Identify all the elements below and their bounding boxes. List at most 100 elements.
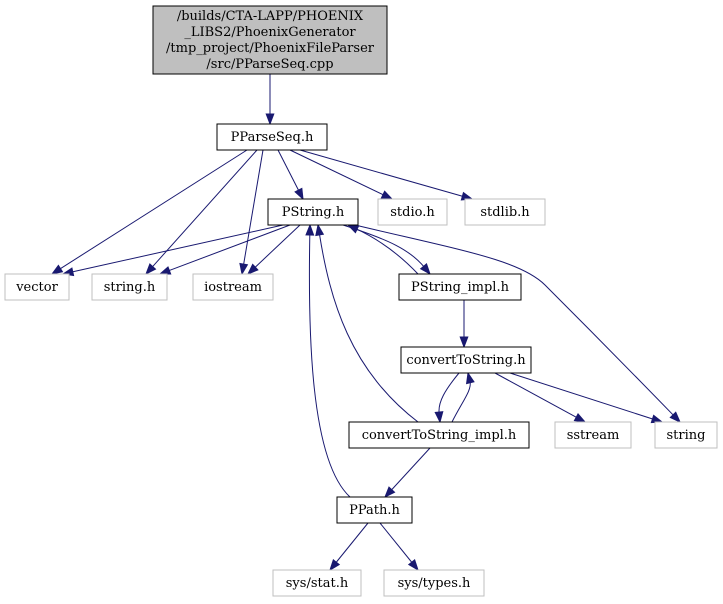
node-label-line: sstream — [567, 428, 620, 443]
edge-line — [243, 149, 264, 266]
edge-converttostring_impl_h-to-converttostring_h — [451, 371, 475, 423]
node-box — [554, 421, 632, 449]
edge-line — [71, 224, 284, 273]
edge-root-to-pparseseq_h — [265, 74, 275, 126]
node-box — [272, 569, 362, 597]
node-pstring_impl_h[interactable]: PString_impl.h — [398, 273, 522, 301]
arrowhead-icon — [246, 263, 259, 275]
node-sys_stat_h: sys/stat.h — [272, 569, 362, 597]
node-converttostring_h[interactable]: convertToString.h — [400, 346, 532, 374]
node-stdio_h: stdio.h — [377, 198, 448, 226]
node-box — [336, 496, 413, 524]
node-iostream: iostream — [192, 273, 274, 301]
edge-line — [59, 149, 248, 270]
node-label-line: _LIBS2/PhoenixGenerator — [184, 25, 356, 40]
arrowhead-icon — [305, 223, 315, 236]
node-string_h: string.h — [91, 273, 168, 301]
node-box — [654, 421, 718, 449]
edge-line — [318, 233, 419, 423]
edge-pstring_h-to-vector — [61, 224, 284, 277]
node-root[interactable]: /builds/CTA-LAPP/PHOENIX_LIBS2/PhoenixGe… — [152, 5, 388, 75]
arrowhead-icon — [573, 413, 587, 423]
node-pstring_h[interactable]: PString.h — [267, 198, 359, 226]
edge-line — [451, 381, 471, 423]
arrowhead-icon — [145, 263, 157, 276]
arrowhead-icon — [419, 263, 431, 276]
arrowhead-icon — [329, 558, 341, 572]
edge-converttostring_h-to-sstream — [494, 372, 587, 423]
edge-line — [438, 372, 460, 414]
edges-layer — [50, 74, 681, 572]
arrowhead-icon — [459, 336, 469, 349]
edge-line — [354, 224, 675, 416]
arrowhead-icon — [434, 411, 444, 424]
edge-pparseseq_h-to-pstring_h — [277, 149, 304, 201]
edge-line — [494, 372, 578, 419]
arrowhead-icon — [380, 190, 394, 200]
node-label-line: iostream — [204, 280, 262, 295]
node-label-line: string — [667, 428, 706, 443]
edge-pparseseq_h-to-vector — [50, 149, 248, 275]
edge-ppath_h-to-sys_stat_h — [329, 522, 369, 572]
arrowhead-icon — [158, 266, 172, 275]
node-label-line: PString_impl.h — [411, 280, 510, 295]
arrowhead-icon — [265, 113, 275, 126]
node-label-line: PString.h — [282, 205, 345, 220]
edge-converttostring_impl_h-to-ppath_h — [384, 447, 431, 499]
node-label-line: string.h — [104, 280, 156, 295]
node-box — [398, 273, 522, 301]
node-box — [152, 5, 388, 75]
arrowhead-icon — [294, 187, 304, 201]
node-label-line: /builds/CTA-LAPP/PHOENIX — [177, 9, 364, 24]
arrowhead-icon — [346, 224, 360, 234]
arrowhead-icon — [466, 371, 475, 385]
edge-line — [299, 149, 464, 198]
edge-pstring_impl_h-to-pstring_h — [346, 224, 419, 275]
edge-pparseseq_h-to-stdio_h — [289, 149, 394, 200]
arrowhead-icon — [669, 411, 681, 424]
node-string: string — [654, 421, 718, 449]
edge-line — [277, 149, 300, 192]
edge-line — [168, 224, 291, 272]
node-stdlib_h: stdlib.h — [464, 198, 546, 226]
edge-line — [308, 233, 351, 498]
node-box — [383, 569, 485, 597]
node-label-line: stdlib.h — [480, 205, 530, 220]
arrowhead-icon — [239, 262, 249, 276]
node-box — [400, 346, 532, 374]
edge-line — [355, 228, 419, 275]
arrowhead-icon — [50, 264, 64, 275]
edge-pstring_h-to-string_h — [158, 224, 291, 275]
node-box — [464, 198, 546, 226]
node-vector: vector — [4, 273, 70, 301]
node-box — [192, 273, 274, 301]
edge-ppath_h-to-sys_types_h — [379, 522, 419, 572]
edge-converttostring_impl_h-to-pstring_h — [315, 223, 419, 423]
edge-ppath_h-to-pstring_h — [305, 223, 351, 498]
node-pparseseq_h[interactable]: PParseSeq.h — [216, 123, 328, 151]
edge-line — [509, 372, 654, 420]
node-box — [4, 273, 70, 301]
node-label-line: convertToString.h — [406, 353, 526, 368]
arrowhead-icon — [407, 558, 419, 572]
edge-pparseseq_h-to-string_h — [145, 149, 258, 276]
node-label-line: stdio.h — [390, 205, 435, 220]
node-label-line: sys/stat.h — [286, 576, 349, 591]
node-label-line: sys/types.h — [398, 576, 471, 591]
edge-line — [379, 522, 413, 564]
node-ppath_h[interactable]: PPath.h — [336, 496, 413, 524]
edge-converttostring_h-to-converttostring_impl_h — [434, 372, 460, 424]
node-sstream: sstream — [554, 421, 632, 449]
edge-line — [254, 224, 301, 269]
edge-line — [335, 522, 369, 564]
arrowhead-icon — [650, 414, 664, 424]
node-box — [267, 198, 359, 226]
node-converttostring_impl_h[interactable]: convertToString_impl.h — [348, 421, 530, 449]
arrowhead-icon — [315, 223, 325, 237]
edge-pstring_h-to-iostream — [246, 224, 301, 275]
node-label-line: convertToString_impl.h — [362, 428, 517, 443]
edge-pstring_impl_h-to-converttostring_h — [459, 300, 469, 349]
node-box — [216, 123, 328, 151]
edge-line — [151, 149, 258, 268]
